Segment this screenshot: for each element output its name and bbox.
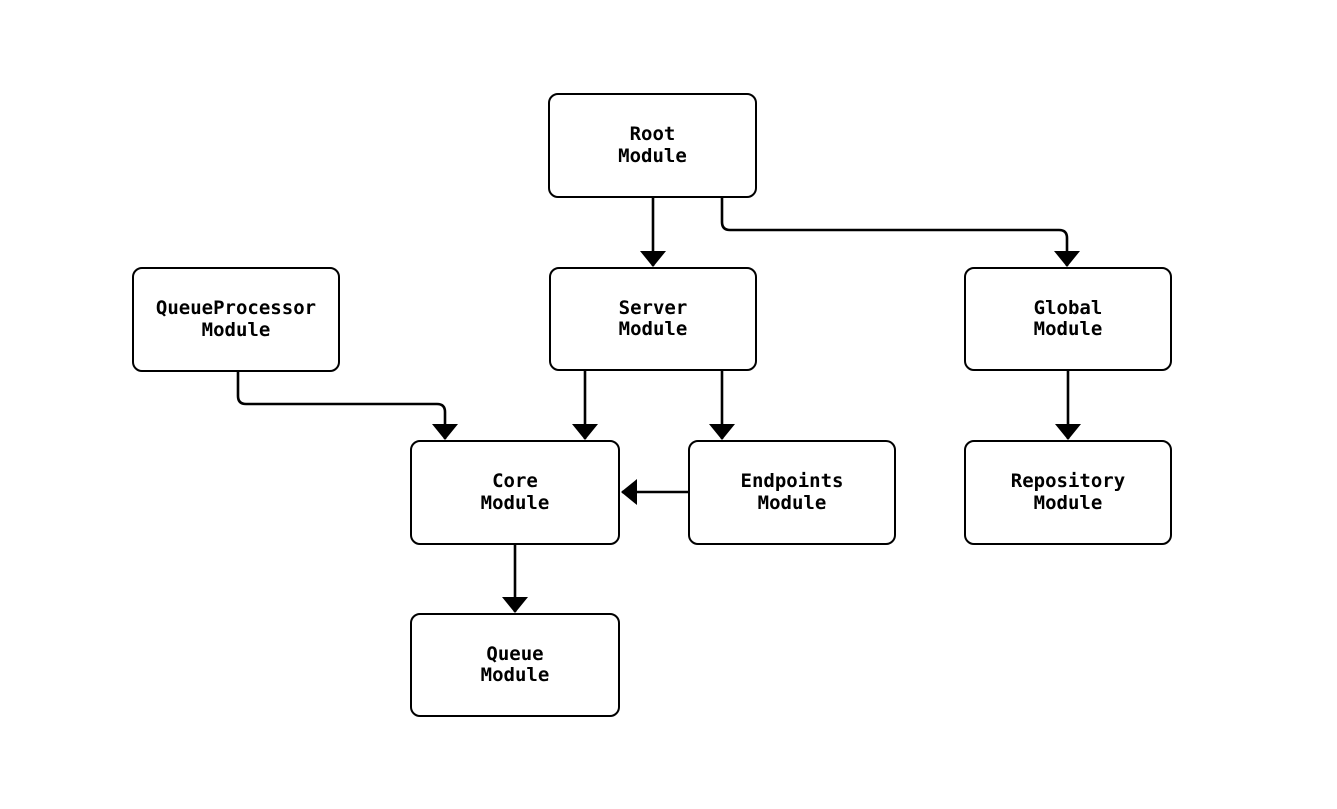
edge-queueprocessor-to-core [236, 372, 458, 440]
node-label-line: Queue [486, 642, 544, 665]
node-label-line: Module [480, 664, 550, 686]
node-label-line: Repository [1010, 470, 1126, 492]
node-label-line: Root [629, 123, 676, 145]
node-label-line: Module [618, 318, 688, 340]
node-label-line: Module [1033, 491, 1103, 514]
edge-group [236, 198, 1081, 613]
node-label-line: Module [201, 318, 271, 341]
node-label-line: Core [492, 470, 538, 492]
node-label-line: Server [618, 296, 688, 319]
edge-root-to-global [720, 198, 1080, 267]
node-label-line: Global [1033, 296, 1103, 319]
node-label-line: QueueProcessor [155, 297, 317, 319]
node-label-line: Module [757, 491, 827, 514]
node-label-line: Module [1033, 318, 1103, 340]
node-label-line: Endpoints [740, 470, 844, 492]
node-label-line: Module [480, 491, 550, 514]
node-label-line: Module [618, 144, 687, 167]
